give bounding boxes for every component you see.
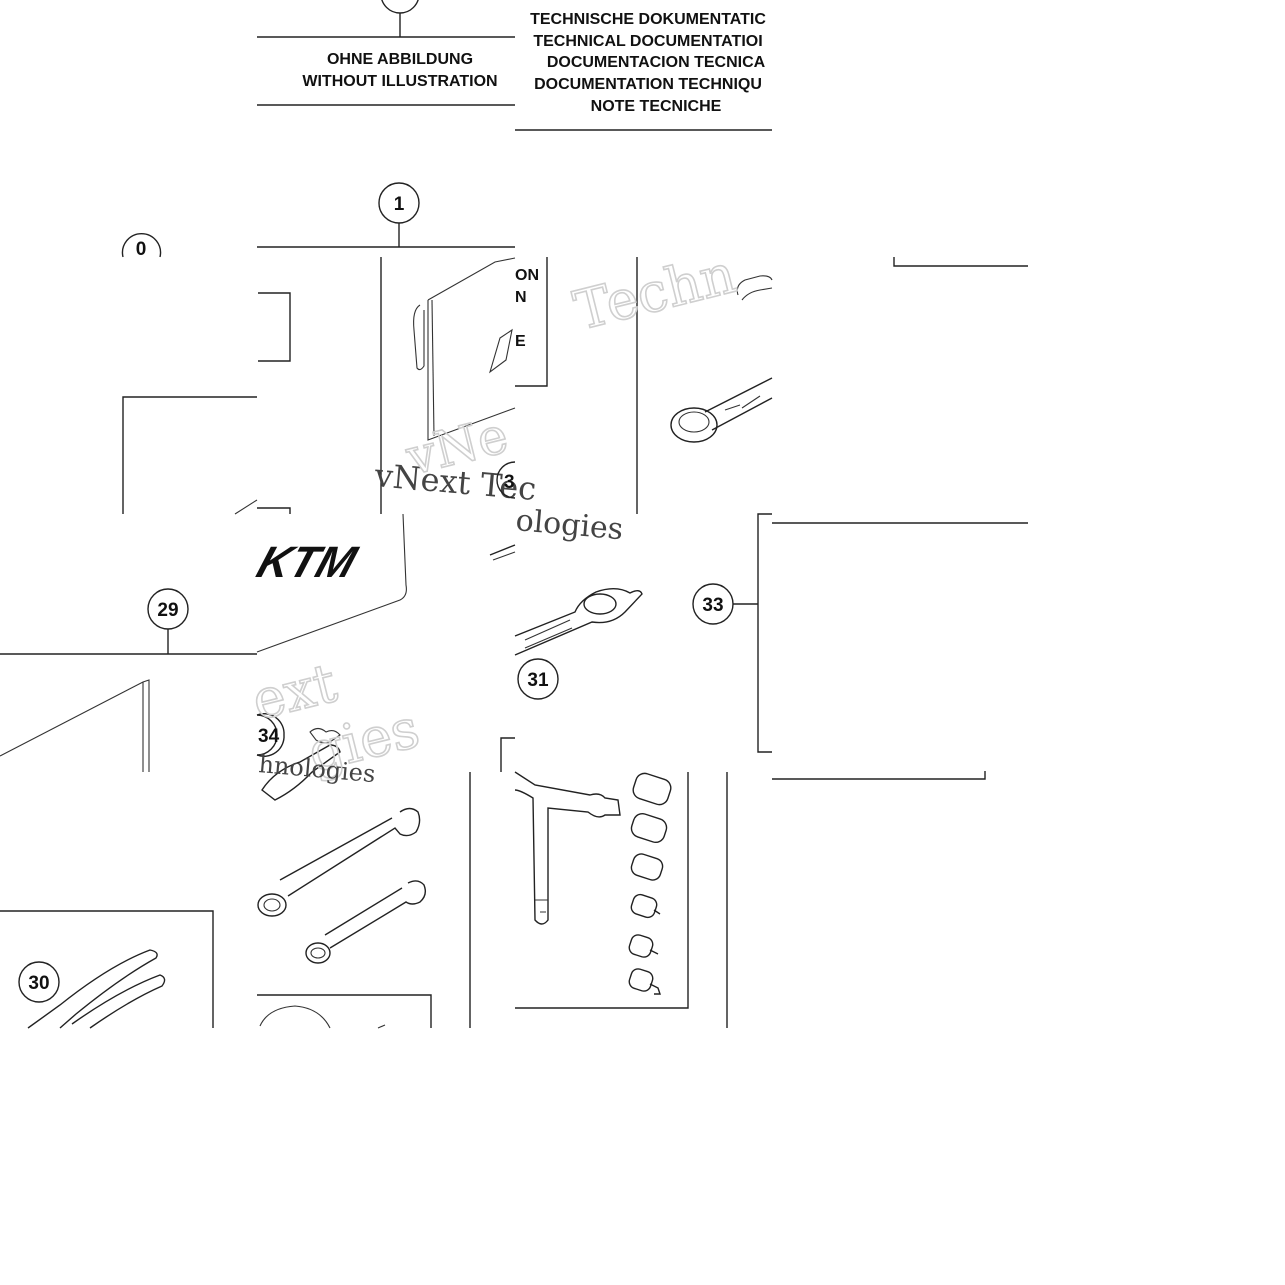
hex-key-and-bits-illustration (500, 737, 689, 1009)
ring-wrench-illustration (636, 257, 773, 514)
socket-wrench-illustration (489, 544, 643, 656)
callout-0-circle (121, 233, 162, 258)
callout-29-label: 29 (157, 600, 178, 621)
ktm-logo-text: KTM (251, 537, 364, 587)
part-box-frame (893, 257, 1028, 267)
fragment-on: ON (515, 267, 539, 284)
callout-33-group: 33 (692, 513, 1028, 780)
callout-circle-top (381, 0, 419, 14)
toolbag-illustration: KTM (251, 513, 407, 653)
bit-sockets (628, 772, 672, 995)
callout-34-circle (256, 713, 285, 757)
callout-31-group: 31 (517, 658, 559, 700)
callout-1-label: 1 (394, 194, 405, 215)
tech-doc-line2: TECHNICAL DOCUMENTATIOI (533, 33, 762, 50)
callout-30-label: 30 (28, 973, 49, 994)
open-end-wrenches-illustration (257, 727, 427, 964)
ktm-logo-fragment (489, 328, 513, 374)
pliers-box: 30 (0, 910, 214, 1029)
technical-documentation-panel: TECHNISCHE DOKUMENTATIC TECHNICAL DOCUME… (515, 11, 772, 131)
callout-29-group: 29 (0, 588, 257, 772)
bottom-partial-box (257, 994, 432, 1029)
callout-30-circle (18, 961, 60, 1003)
part-box-frame (122, 396, 257, 514)
callout-0-label: 0 (136, 239, 147, 260)
tech-doc-line3: DOCUMENTACION TECNICA (547, 54, 766, 71)
manual-folder-illustration (380, 257, 516, 514)
tech-doc-line4: DOCUMENTATION TECHNIQU (534, 76, 762, 93)
bag-flap-outline (0, 679, 150, 772)
callout-33-label: 33 (702, 595, 723, 616)
watermark-text: Techn (568, 242, 742, 343)
watermark-text: ologies (514, 503, 624, 547)
without-illustration-line2: WITHOUT ILLUSTRATION (302, 73, 497, 90)
callout-34-group: 34 (256, 713, 285, 757)
fragment-n: N (515, 289, 527, 306)
callout-3-label: 3 (504, 472, 515, 493)
callout-34-label: 34 (258, 726, 280, 747)
callout-31-circle (517, 658, 559, 700)
tech-doc-line5: NOTE TECNICHE (591, 98, 722, 115)
pliers-illustration (27, 949, 158, 1029)
part-box-frame (258, 292, 291, 362)
watermark-group: Techn vNext Tec vNe ologies ext gies hno… (245, 241, 743, 788)
without-illustration-line1: OHNE ABBILDUNG (327, 51, 473, 68)
fragment-e: E (515, 333, 526, 350)
callout-31-label: 31 (527, 670, 549, 691)
callout-0-group: 0 (121, 233, 162, 260)
callout-3-fragment: 3 (496, 461, 516, 499)
cropped-label-box: ON N E (515, 257, 548, 387)
callout-1-group: 1 (257, 182, 515, 248)
without-illustration-panel: OHNE ABBILDUNG WITHOUT ILLUSTRATION (257, 0, 515, 106)
tech-doc-line1: TECHNISCHE DOKUMENTATIC (530, 11, 766, 28)
